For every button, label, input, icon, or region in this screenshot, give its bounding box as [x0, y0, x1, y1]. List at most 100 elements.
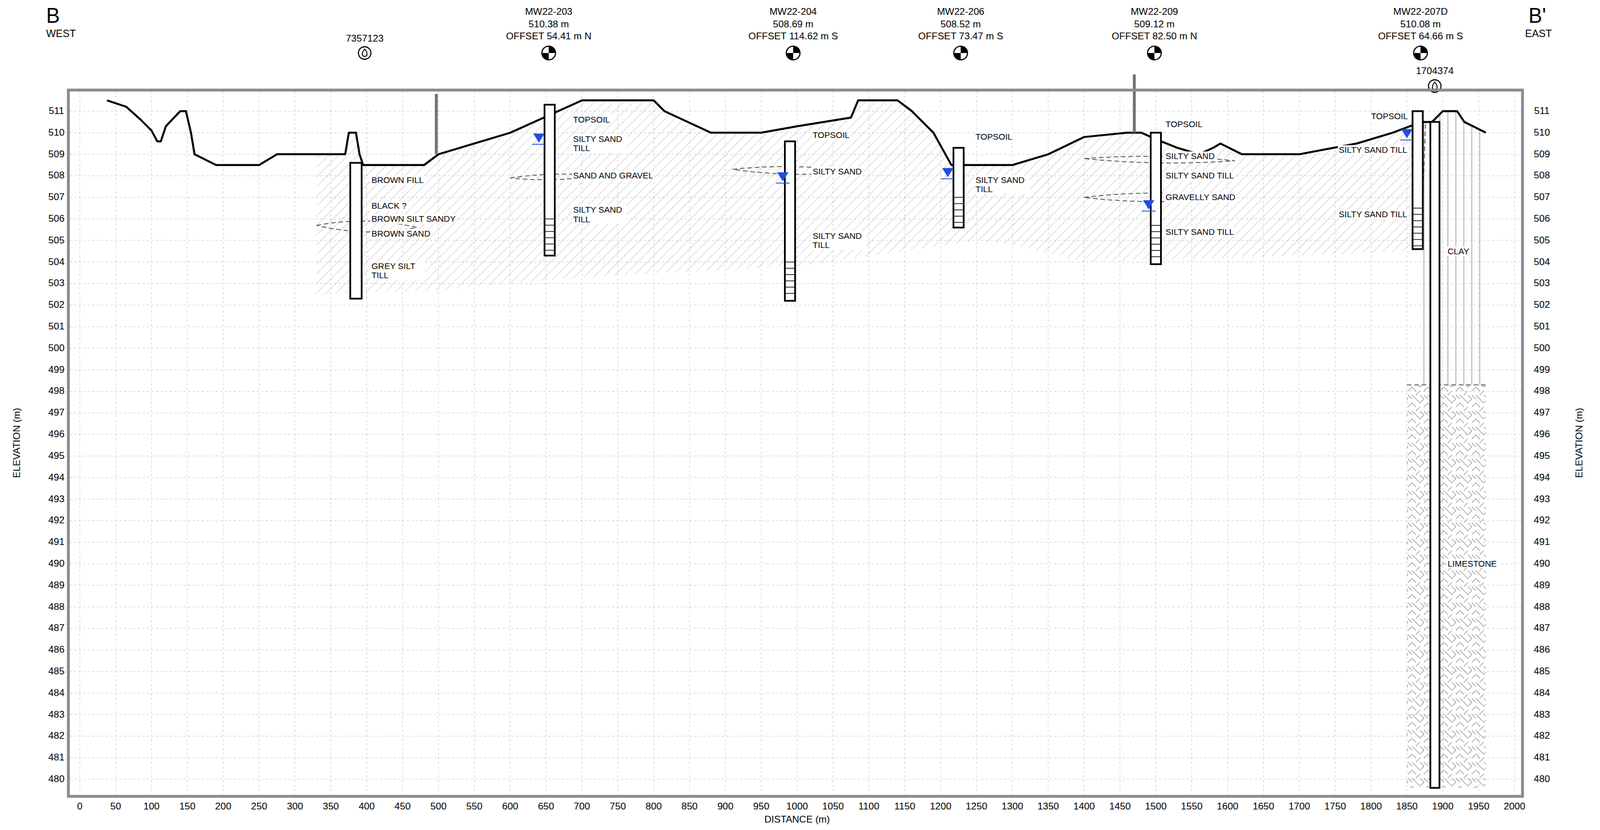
- axis-title: ELEVATION (m): [1574, 407, 1586, 478]
- stake: [434, 94, 438, 155]
- grid-line: [69, 606, 1522, 607]
- tick-label: 1500: [1145, 801, 1167, 812]
- layer-label: BROWN SILT SANDY: [370, 214, 457, 224]
- layer-label: BROWN SAND: [370, 229, 432, 239]
- screen-slot: [784, 280, 795, 281]
- layer-label: SILTY SAND TILL: [1164, 226, 1236, 237]
- plot-frame: [68, 90, 1523, 797]
- screen-slot: [1150, 250, 1162, 251]
- grid-line: [69, 326, 1522, 328]
- layer-label: GREY SILT TILL: [370, 260, 426, 280]
- tick-label: 950: [753, 801, 770, 812]
- screen-slot: [784, 261, 795, 263]
- well-offset: OFFSET 82.50 m N: [1111, 31, 1198, 43]
- layer-label: BROWN FILL: [370, 175, 426, 186]
- tick-label: 508: [48, 170, 65, 182]
- screen-slot: [1412, 214, 1423, 215]
- tick-label: 492: [1533, 515, 1550, 526]
- tick-label: 600: [501, 801, 518, 812]
- limestone-unit: [1406, 384, 1486, 788]
- well-id: MW22-206: [936, 6, 985, 18]
- tick-label: 507: [48, 192, 65, 203]
- tick-label: 481: [48, 752, 65, 763]
- tick-label: 200: [215, 801, 232, 812]
- layer-label: SILTY SAND TILL: [1337, 209, 1409, 220]
- grid-line: [79, 91, 81, 795]
- layer-label: SILTY SAND TILL: [811, 230, 867, 250]
- water-level: [533, 133, 545, 143]
- tick-label: 492: [48, 515, 65, 526]
- screen-slot: [784, 274, 795, 275]
- layer-label: SILTY SAND TILL: [572, 205, 627, 224]
- tick-label: 482: [1533, 730, 1550, 742]
- tick-label: 1400: [1073, 801, 1096, 812]
- grid-line: [69, 649, 1522, 651]
- screen-slot: [1150, 256, 1162, 257]
- tick-label: 502: [48, 299, 65, 311]
- screen-slot: [953, 222, 964, 223]
- tick-label: 1150: [894, 801, 916, 812]
- tick-label: 497: [48, 407, 65, 419]
- well-elevation: 510.08 m: [1400, 19, 1442, 31]
- tick-label: 508: [1533, 170, 1550, 182]
- tick-label: 1550: [1181, 801, 1203, 812]
- screen-slot: [1412, 233, 1423, 234]
- tick-label: 511: [48, 105, 64, 117]
- screen-slot: [1150, 231, 1162, 232]
- monitoring-well-symbol: [1413, 46, 1428, 60]
- screen-slot: [1412, 245, 1423, 247]
- tick-label: 493: [48, 493, 65, 505]
- monitoring-well-symbol: [1147, 46, 1162, 60]
- tick-label: 495: [48, 450, 65, 462]
- layer-label: SILTY SAND TILL: [974, 174, 1030, 194]
- well-elevation: 509.12 m: [1134, 19, 1175, 31]
- tick-label: 1200: [929, 801, 952, 812]
- screen-slot: [544, 218, 555, 219]
- borehole-column: [1150, 132, 1162, 265]
- tick-label: 501: [1533, 321, 1550, 333]
- grid-line: [69, 369, 1522, 370]
- water-level: [1400, 139, 1414, 141]
- water-level: [1141, 210, 1156, 212]
- tick-label: 503: [1533, 278, 1550, 289]
- grid-line: [69, 111, 1522, 112]
- screen-slot: [953, 215, 964, 217]
- water-well-symbol: [358, 46, 371, 60]
- screen-slot: [1412, 239, 1423, 240]
- stake: [1132, 74, 1136, 133]
- tick-label: 750: [609, 801, 626, 812]
- tick-label: 2000: [1503, 801, 1526, 812]
- tick-label: 1850: [1396, 801, 1418, 812]
- grid-line: [69, 347, 1522, 349]
- tick-label: 1800: [1360, 801, 1382, 812]
- water-level: [776, 182, 790, 184]
- grid-line: [69, 735, 1522, 737]
- tick-label: 488: [48, 601, 65, 612]
- tick-label: 500: [48, 343, 65, 354]
- grid-line: [69, 778, 1522, 780]
- water-level: [941, 168, 954, 178]
- well-offset: OFFSET 73.47 m S: [918, 31, 1004, 43]
- grid-line: [69, 455, 1522, 456]
- layer-label: SILTY SAND: [1164, 151, 1216, 162]
- tick-label: 550: [466, 801, 483, 812]
- monitoring-well-symbol: [541, 46, 556, 60]
- tick-label: 510: [48, 127, 65, 138]
- screen-slot: [544, 249, 555, 251]
- section-letter: B: [46, 4, 60, 28]
- tick-label: 500: [1533, 343, 1550, 354]
- tick-label: 502: [1533, 299, 1550, 311]
- tick-label: 1700: [1288, 801, 1310, 812]
- well-offset: OFFSET 64.66 m S: [1378, 31, 1464, 43]
- grid-line: [294, 91, 296, 795]
- well-elevation: 510.38 m: [528, 19, 570, 31]
- tick-label: 1750: [1324, 801, 1346, 812]
- grid-line: [258, 91, 260, 795]
- tick-label: 485: [1533, 666, 1550, 677]
- tick-label: 900: [717, 801, 734, 812]
- grid-line: [1514, 91, 1516, 795]
- tick-label: 1050: [822, 801, 844, 812]
- borehole-column: [1430, 121, 1440, 788]
- tick-label: 450: [394, 801, 411, 812]
- tick-label: 491: [1533, 536, 1550, 548]
